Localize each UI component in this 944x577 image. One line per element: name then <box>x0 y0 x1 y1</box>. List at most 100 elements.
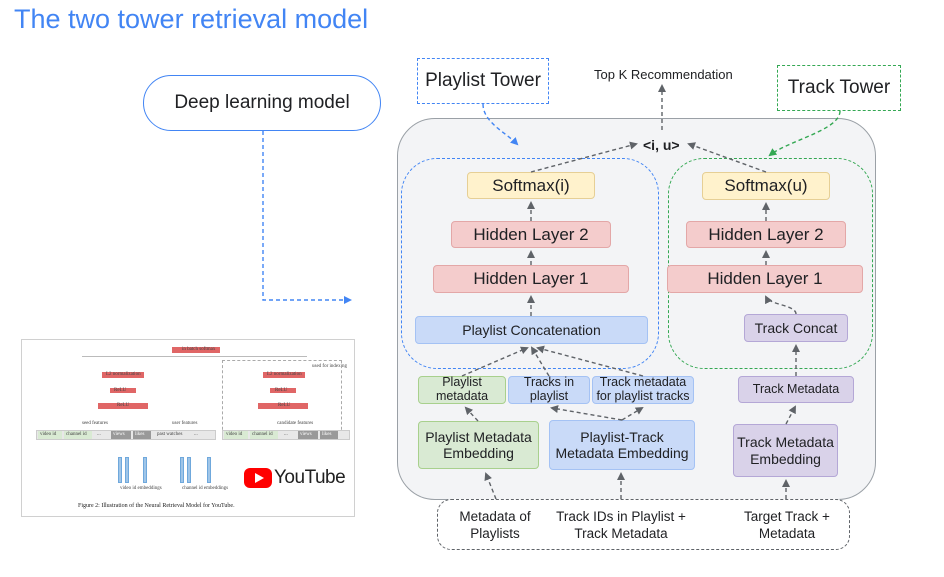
playlist-metadata-feature: Playlist metadata <box>418 375 506 404</box>
track-concat-box: Track Concat <box>744 314 848 342</box>
input-to-playlist-embedding-arrow <box>484 472 497 500</box>
figure-relu-label-1: ReLU <box>114 388 127 393</box>
figure-user-label: user features <box>172 421 198 426</box>
playlist-tower-label-text: Playlist Tower <box>425 70 541 91</box>
playlist-metadata-embedding: Playlist Metadata Embedding <box>418 421 539 469</box>
page-title: The two tower retrieval model <box>14 4 369 34</box>
track-metadata-embedding: Track Metadata Embedding <box>733 424 838 477</box>
figure-embedding-col-5 <box>187 457 191 483</box>
figure-connector <box>82 356 307 357</box>
playlist-softmax-label: Softmax(i) <box>492 175 570 195</box>
playlist-concatenation-label: Playlist Concatenation <box>462 321 601 338</box>
track-tower-label-text: Track Tower <box>787 77 891 98</box>
figure-views-label-1: views <box>113 432 125 437</box>
figure-past-watches-label: past watches <box>157 432 183 437</box>
figure-right-feature-row <box>222 430 350 440</box>
figure-likes-label-1: likes <box>135 432 145 437</box>
track-metadata-for-playlist-feature-label: Track metadata for playlist tracks <box>596 375 690 403</box>
track-tower-label: Track Tower <box>777 65 901 111</box>
track-metadata-for-playlist-feature: Track metadata for playlist tracks <box>592 375 694 404</box>
figure-relu-label-2: ReLU <box>117 403 130 408</box>
figure-embedding-col-6 <box>207 457 211 483</box>
track-embedding-to-metadata-feature-arrow <box>621 406 644 421</box>
deep-learning-model-pill: Deep learning model <box>143 75 381 131</box>
figure-views-label-2: views <box>300 432 312 437</box>
youtube-play-icon <box>244 468 272 488</box>
tracks-in-playlist-to-concat-arrow <box>530 346 550 377</box>
inputs-box <box>437 499 850 550</box>
figure-channel-id-label-1: channel id <box>66 432 87 437</box>
figure-relu-label-4: ReLU <box>278 403 291 408</box>
figure-dots-label-3: ... <box>284 432 288 437</box>
figure-channel-emb-label: channel id embeddings <box>182 486 229 491</box>
figure-caption: Figure 2: Illustration of the Neural Ret… <box>78 503 235 509</box>
figure-feature-likes-right <box>320 431 338 439</box>
playlist-concatenation-box: Playlist Concatenation <box>415 316 648 344</box>
playlist-tower-region <box>401 158 659 369</box>
track-softmax-label: Softmax(u) <box>724 176 808 196</box>
figure-left-relu2 <box>98 403 148 409</box>
track-hidden-layer-2: Hidden Layer 2 <box>686 221 846 248</box>
track-metadata-feature: Track Metadata <box>738 376 854 403</box>
playlist-metadata-to-concat-arrow <box>461 346 529 377</box>
figure-left-relu1 <box>110 388 136 393</box>
track-metadata-to-concat-arrow <box>536 345 644 377</box>
figure-embedding-col-1 <box>118 457 122 483</box>
playlist-metadata-embedding-label: Playlist Metadata Embedding <box>425 428 532 461</box>
figure-left-norm <box>102 372 144 378</box>
figure-embedding-col-2 <box>125 457 129 483</box>
playlist-hidden-layer-1-label: Hidden Layer 1 <box>473 269 589 289</box>
pill-label: Deep learning model <box>174 92 350 113</box>
track-tower-region <box>668 158 873 369</box>
track-hidden-layer-1: Hidden Layer 1 <box>667 265 863 293</box>
pill-to-figure-arrow <box>262 131 352 304</box>
figure-seed-label: seed features <box>82 421 108 426</box>
figure-feature-channel-left <box>64 431 92 439</box>
figure-candidate-label: candidate features <box>277 421 314 426</box>
figure-likes-label-2: likes <box>322 432 332 437</box>
figure-video-id-label-2: video id <box>226 432 243 437</box>
figure-embedding-col-3 <box>143 457 147 483</box>
figure-dots-label-2: ... <box>194 432 198 437</box>
figure-channel-id-label-2: channel id <box>252 432 273 437</box>
input-metadata-of-playlists: Metadata of Playlists <box>459 509 531 541</box>
playlist-softmax-box: Softmax(i) <box>467 172 595 199</box>
figure-right-norm-label: L2 normalization <box>267 372 302 377</box>
figure-label-top: in batch softmax <box>182 347 216 352</box>
dot-product-label: <i, u> <box>643 137 680 153</box>
track-concat-to-h1-arrow <box>765 295 797 315</box>
figure-video-id-label-1: video id <box>40 432 57 437</box>
playlist-track-metadata-embedding: Playlist-Track Metadata Embedding <box>549 420 695 470</box>
track-embedding-to-tracks-feature-arrow <box>550 405 623 421</box>
track-concat-label: Track Concat <box>754 319 838 336</box>
figure-feature-channel-right <box>250 431 278 439</box>
input-target-track: Target Track + Metadata <box>744 509 830 541</box>
paper-figure-image: in batch softmax L2 normalization ReLU R… <box>21 339 355 517</box>
track-tower-label-arrow <box>768 110 841 157</box>
figure-dots-label-1: ... <box>97 432 101 437</box>
playlist-tower-label-arrow <box>482 103 519 146</box>
playlist-hidden-layer-2: Hidden Layer 2 <box>451 221 611 248</box>
playlist-hidden-layer-2-label: Hidden Layer 2 <box>473 224 589 244</box>
youtube-brand-text: YouTube <box>274 467 346 488</box>
top-k-label: Top K Recommendation <box>594 67 733 82</box>
track-metadata-feature-label: Track Metadata <box>752 381 840 396</box>
figure-embedding-col-4 <box>180 457 184 483</box>
playlist-hidden-layer-1: Hidden Layer 1 <box>433 265 629 293</box>
figure-relu-label-3: ReLU <box>275 388 288 393</box>
tracks-in-playlist-feature-label: Tracks in playlist <box>523 375 575 403</box>
figure-left-norm-label: L2 normalization <box>106 372 141 377</box>
playlist-metadata-feature-label: Playlist metadata <box>435 375 489 403</box>
figure-feature-views-left <box>111 431 131 439</box>
track-hidden-layer-1-label: Hidden Layer 1 <box>707 269 823 289</box>
softmax-i-to-dot-arrow <box>530 141 638 173</box>
track-metadata-embedding-label: Track Metadata Embedding <box>737 434 834 467</box>
figure-feature-views-right <box>298 431 318 439</box>
figure-feature-likes-left <box>133 431 151 439</box>
figure-indexing-label: used for indexing <box>312 364 347 369</box>
track-softmax-box: Softmax(u) <box>702 172 830 200</box>
tracks-in-playlist-feature: Tracks in playlist <box>508 375 590 404</box>
playlist-embedding-to-feature-arrow <box>464 406 479 422</box>
figure-video-emb-label: video id embeddings <box>120 486 162 491</box>
